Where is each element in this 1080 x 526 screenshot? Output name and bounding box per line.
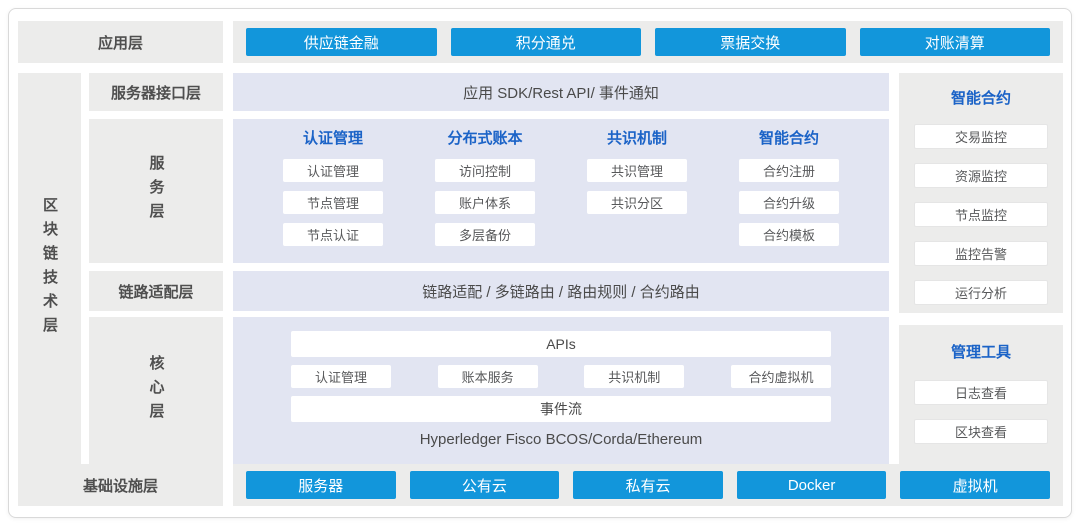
core-module: 合约虚拟机 [730,365,831,388]
panel-item-resource-monitor: 资源监控 [914,163,1048,188]
service-item: 节点认证 [283,223,383,246]
infrastructure-layer-strip: 服务器 公有云 私有云 Docker 虚拟机 [233,464,1063,506]
infra-button-public-cloud: 公有云 [409,471,560,499]
service-item: 共识分区 [587,191,687,214]
management-tools-panel: 管理工具 日志查看 区块查看 [899,325,1063,465]
app-button-supply-chain-finance: 供应链金融 [246,28,437,56]
core-modules-row: 认证管理 账本服务 共识机制 合约虚拟机 [291,365,831,388]
core-module: 账本服务 [437,365,538,388]
infra-button-virtual-machine: 虚拟机 [900,471,1050,499]
app-layer-label: 应用层 [18,21,223,63]
panel-item-node-monitor: 节点监控 [914,202,1048,227]
infrastructure-layer-label: 基础设施层 [18,464,223,506]
service-item: 节点管理 [283,191,383,214]
service-col-title: 共识机制 [606,130,667,147]
core-module: 共识机制 [584,365,685,388]
panel-item-transaction-monitor: 交易监控 [914,124,1048,149]
service-col-auth-management: 认证管理 认证管理 节点管理 节点认证 [257,119,409,263]
service-col-distributed-ledger: 分布式账本 访问控制 账户体系 多层备份 [409,119,561,263]
core-layer-label: 核心层 [89,317,223,465]
apis-bar: APIs [291,331,831,357]
app-button-points-exchange: 积分通兑 [450,28,641,56]
service-item: 多层备份 [435,223,535,246]
service-item: 合约升级 [739,191,839,214]
smart-contract-panel-title: 智能合约 [950,90,1011,107]
service-item: 合约注册 [739,159,839,182]
infra-button-docker: Docker [736,471,887,499]
panel-item-operation-analysis: 运行分析 [914,280,1048,305]
core-module: 认证管理 [291,365,391,388]
blockchain-platforms-text: Hyperledger Fisco BCOS/Corda/Ethereum [419,431,703,448]
infra-button-server: 服务器 [246,471,396,499]
service-item: 访问控制 [435,159,535,182]
infra-button-private-cloud: 私有云 [573,471,723,499]
service-col-title: 分布式账本 [447,130,523,147]
service-item: 合约模板 [739,223,839,246]
server-interface-layer-label: 服务器接口层 [89,73,223,111]
service-layer-label: 服务层 [89,119,223,263]
server-interface-layer-content: 应用 SDK/Rest API/ 事件通知 [233,73,889,111]
app-button-bill-exchange: 票据交换 [655,28,846,56]
service-col-title: 智能合约 [758,130,819,147]
management-tools-panel-title: 管理工具 [950,344,1011,361]
service-item: 认证管理 [283,159,383,182]
panel-item-monitor-alert: 监控告警 [914,241,1048,266]
panel-item-log-viewer: 日志查看 [914,380,1048,405]
service-item: 共识管理 [587,159,687,182]
core-layer-panel: APIs 认证管理 账本服务 共识机制 合约虚拟机 事件流 Hyperledge… [233,317,889,465]
blockchain-tech-layer-label: 区块链技术层 [18,73,81,465]
link-adapter-layer-content: 链路适配 / 多链路由 / 路由规则 / 合约路由 [233,271,889,311]
app-layer-strip: 供应链金融 积分通兑 票据交换 对账清算 [233,21,1063,63]
event-stream-bar: 事件流 [291,396,831,422]
service-col-consensus: 共识机制 共识管理 共识分区 [561,119,713,263]
service-col-title: 认证管理 [302,130,363,147]
link-adapter-layer-label: 链路适配层 [89,271,223,311]
service-col-smart-contract: 智能合约 合约注册 合约升级 合约模板 [713,119,865,263]
service-item: 账户体系 [435,191,535,214]
architecture-diagram: 应用层 供应链金融 积分通兑 票据交换 对账清算 区块链技术层 服务器接口层 服… [8,8,1072,518]
service-layer-panel: 认证管理 认证管理 节点管理 节点认证 分布式账本 访问控制 账户体系 多层备份… [233,119,889,263]
app-button-reconciliation-clearing: 对账清算 [859,28,1050,56]
smart-contract-panel: 智能合约 交易监控 资源监控 节点监控 监控告警 运行分析 [899,73,1063,313]
panel-item-block-viewer: 区块查看 [914,419,1048,444]
